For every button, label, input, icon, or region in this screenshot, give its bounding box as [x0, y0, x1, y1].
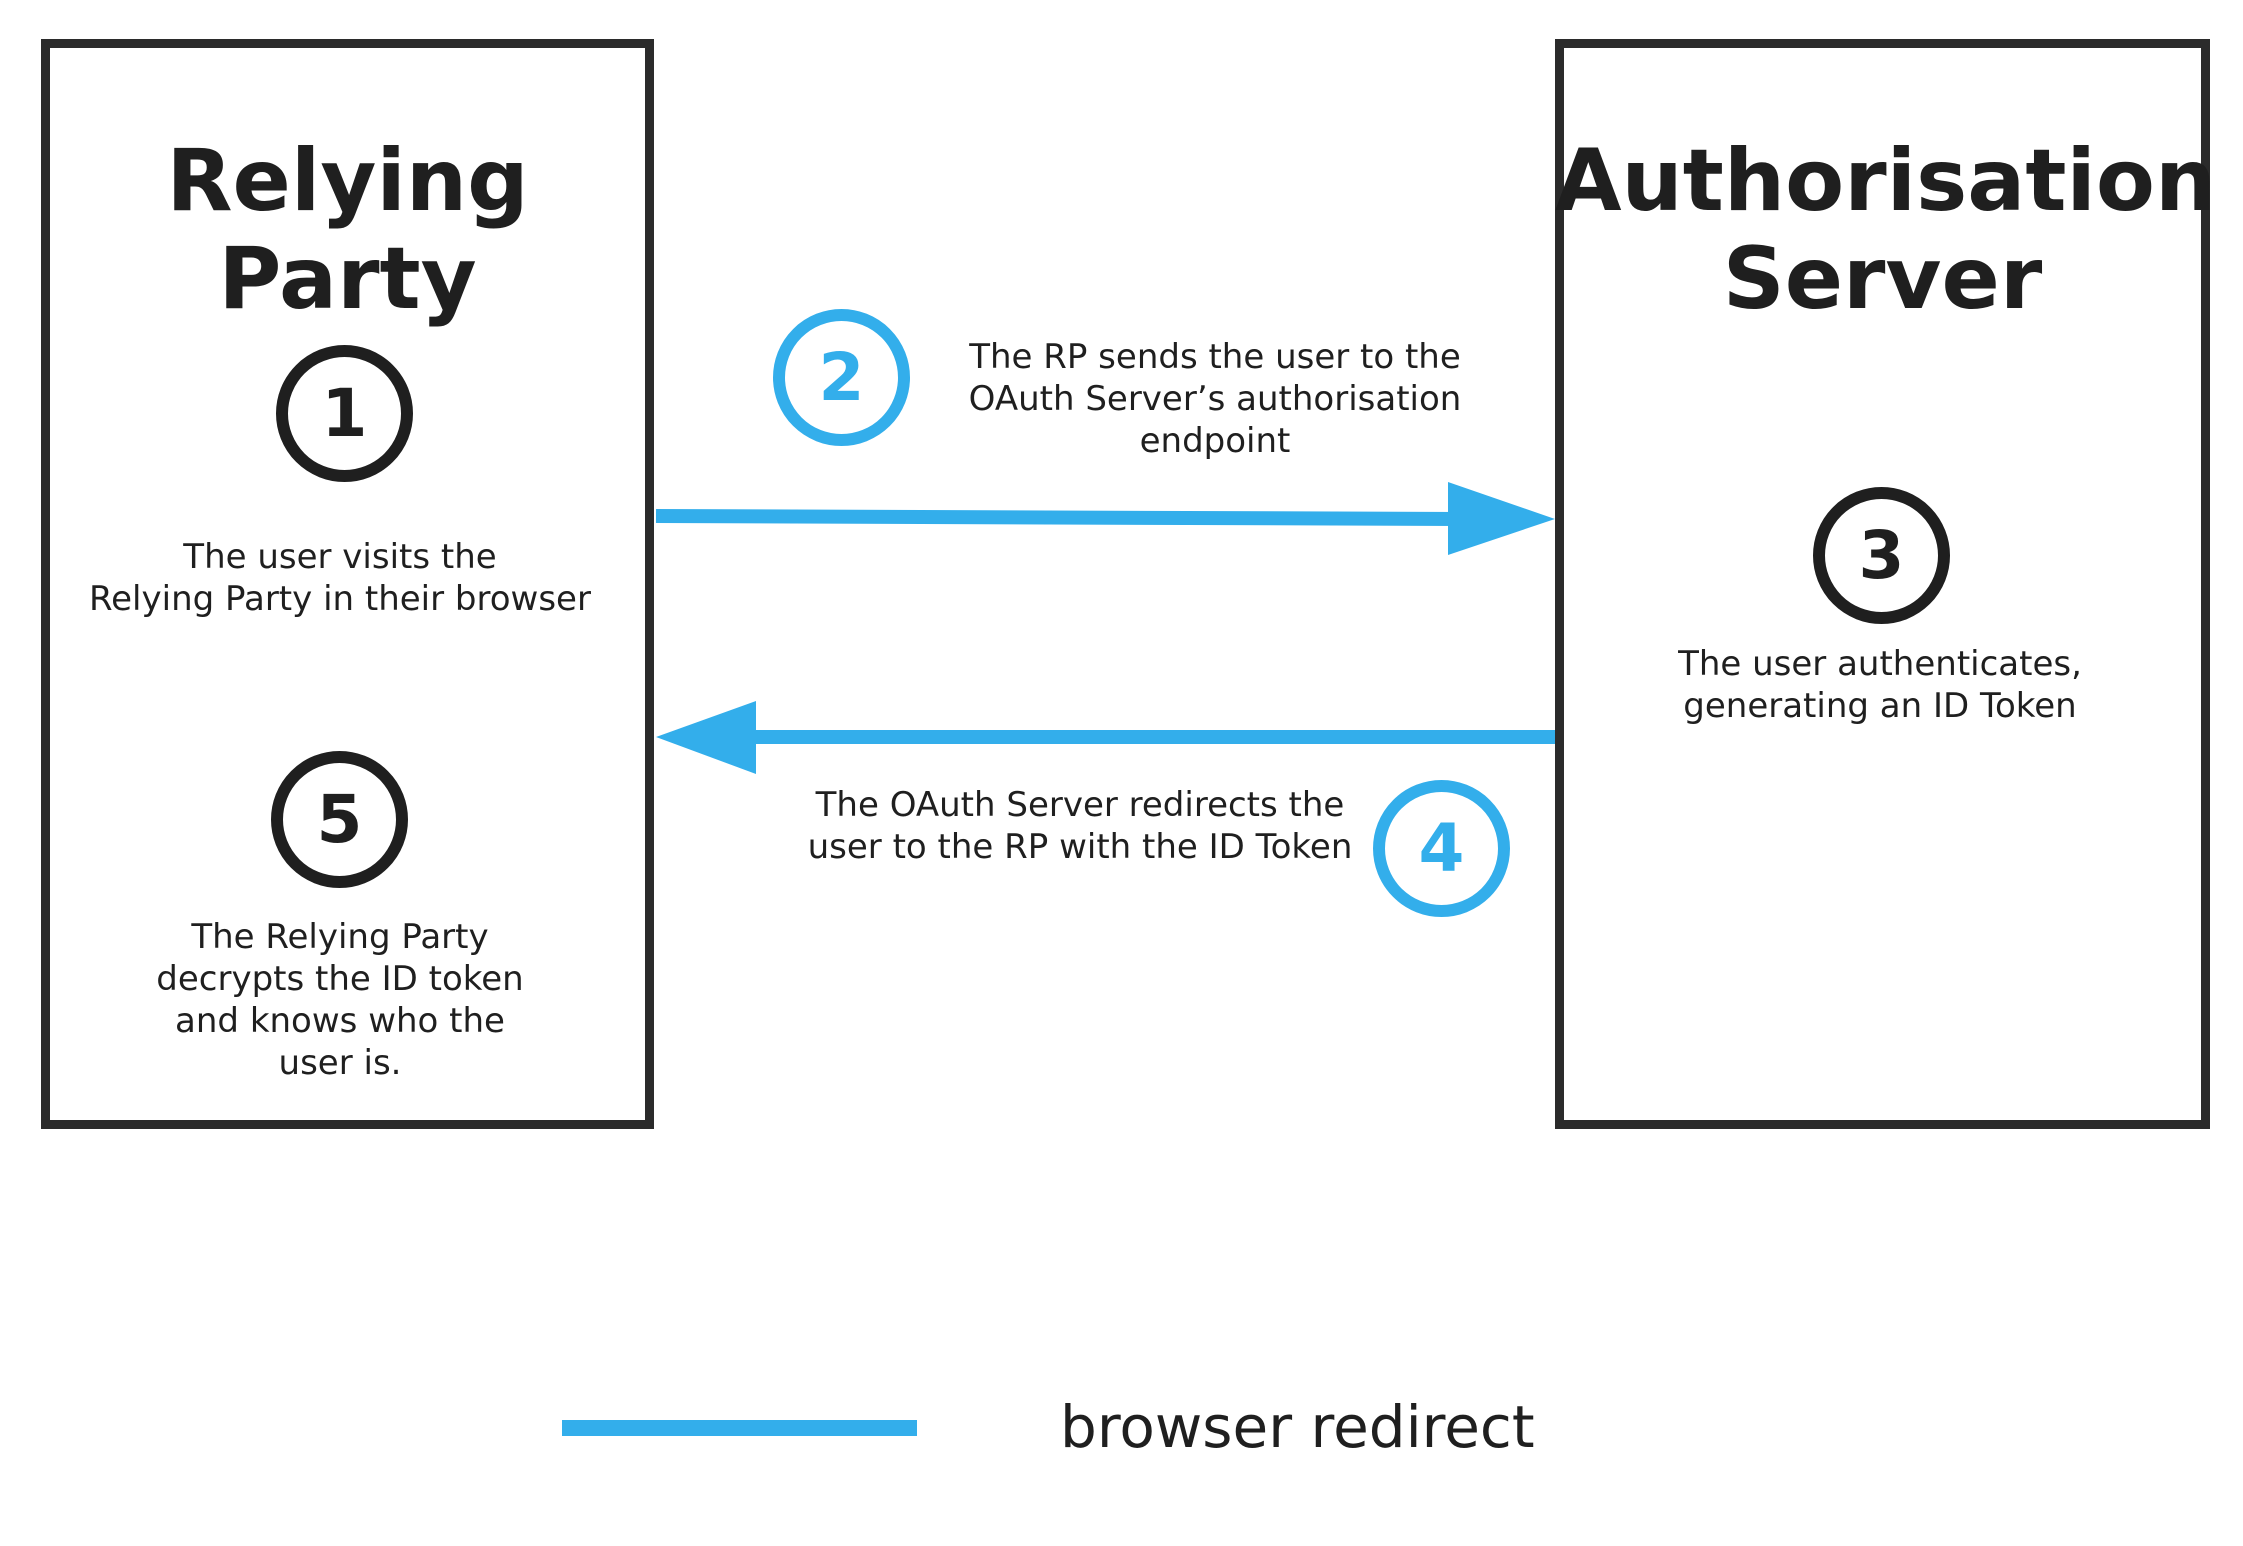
- relying-party-box: [41, 39, 654, 1129]
- legend-redirect-line: [562, 1420, 917, 1436]
- step-4-circle: 4: [1373, 780, 1510, 917]
- legend-label: browser redirect: [1060, 1393, 1535, 1461]
- authorisation-server-title: Authorisation Server: [1555, 131, 2217, 329]
- step-1-description: The user visits the Relying Party in the…: [89, 537, 591, 619]
- step-2-description: The RP sends the user to the OAuth Serve…: [968, 337, 1462, 461]
- relying-party-title: Relying Party: [166, 131, 529, 329]
- arrow-2-shaft: [655, 509, 1461, 526]
- step-2-circle: 2: [773, 309, 910, 446]
- step-5-description: The Relying Party decrypts the ID token …: [156, 917, 524, 1083]
- arrow-2-head: [1448, 482, 1555, 555]
- step-3-description: The user authenticates, generating an ID…: [1678, 644, 2082, 726]
- step-5-circle: 5: [271, 751, 408, 888]
- step-4-description: The OAuth Server redirects the user to t…: [807, 785, 1353, 867]
- step-1-circle: 1: [276, 345, 413, 482]
- arrow-4-head: [656, 701, 756, 774]
- step-3-circle: 3: [1813, 487, 1950, 624]
